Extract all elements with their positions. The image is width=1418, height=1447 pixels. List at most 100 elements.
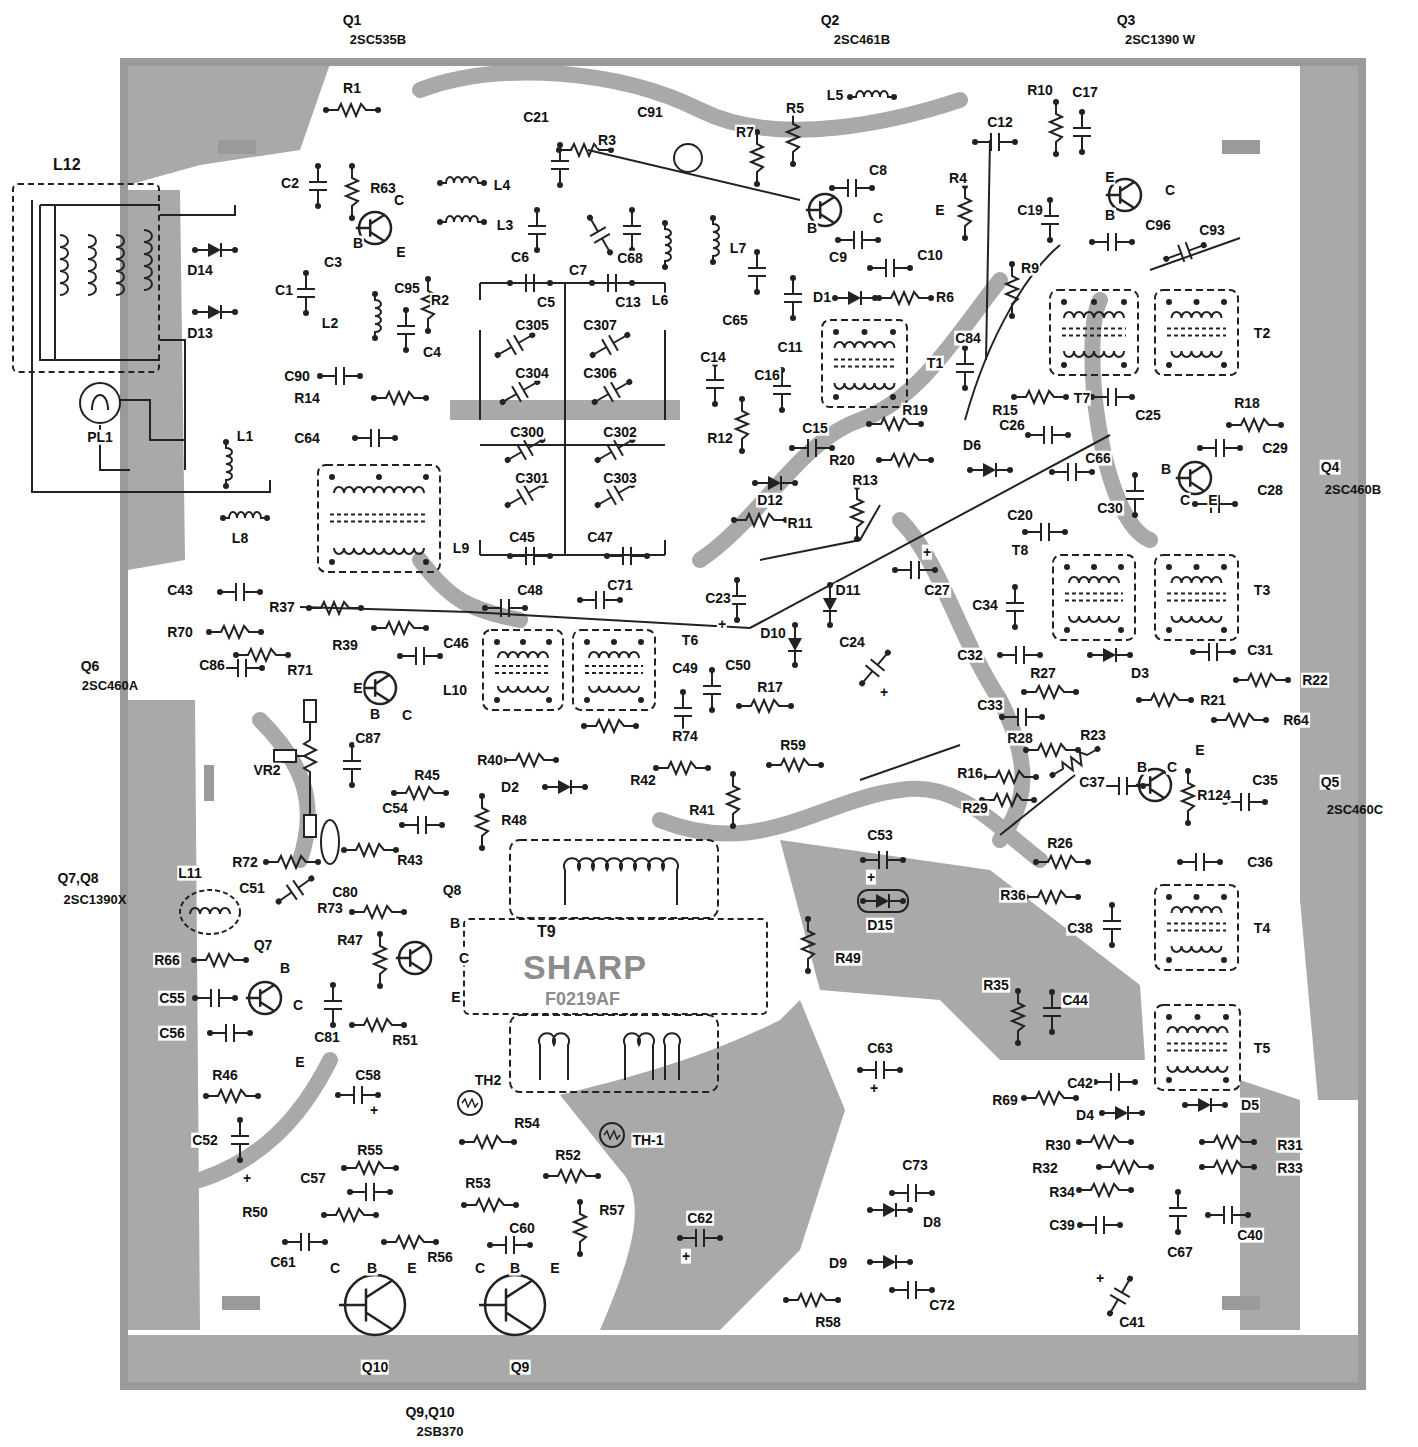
solder-pad [264,515,270,521]
winding [1172,907,1222,913]
capacitor-symbol [892,561,938,579]
capacitor-symbol [525,274,527,292]
pin-dot [638,639,644,645]
capacitor-label: C43 [166,583,194,598]
part-label: C91 [636,105,664,120]
solder-pad [1021,689,1027,695]
capacitor-label: C27 [923,583,951,598]
solder-pad [511,1139,517,1145]
solder-pad [317,373,323,379]
resistor-symbol [727,771,739,829]
capacitor-label: C5 [536,295,556,310]
diode-label: D2 [500,780,520,795]
winding [498,686,548,692]
winding [1172,312,1222,318]
solder-pad [425,276,431,282]
winding [1069,577,1119,583]
solder-pad [1262,799,1268,805]
resistor-symbol [1012,988,1024,1046]
resistor-label: R48 [500,813,528,828]
core [585,666,643,673]
solder-pad [1012,584,1018,590]
solder-pad [928,457,934,463]
solder-pad [403,347,409,353]
resistor-symbol [546,1170,598,1182]
winding [1168,1066,1228,1072]
solder-pad [1251,1164,1257,1170]
resistor-symbol [1050,99,1062,157]
resistor-symbol [306,602,364,614]
pin-dot [1118,564,1124,570]
resistor-symbol [374,931,386,989]
resistor-symbol [1096,1161,1154,1173]
solder-pad [247,1030,253,1036]
capacitor-symbol [271,869,319,910]
resistor-symbol [574,1202,586,1254]
part-label: B [1104,208,1116,223]
capacitor-symbol [784,293,802,295]
diode-symbol [208,243,221,257]
part-label: T5 [1253,1041,1271,1056]
transistor-symbol [246,982,281,1014]
capacitor-symbol [829,179,875,197]
capacitor-symbol [399,816,445,834]
resistor-symbol [504,754,556,766]
pin-dot [1118,627,1124,633]
reference-label: Q9,Q10 [404,1405,455,1420]
pin-dot [862,329,868,335]
solder-pad [608,147,614,153]
capacitor-symbol [1043,426,1045,444]
solder-pad [507,553,513,559]
solder-pad [790,161,796,167]
diode-label: D14 [186,263,214,278]
part-label: E [406,1261,417,1276]
lamp-filament [92,395,108,410]
solder-pad [401,909,407,915]
capacitor-symbol [857,1061,903,1079]
solder-pad [307,874,315,882]
capacitor-symbol [487,1236,533,1254]
transformer-symbol [1155,555,1238,640]
copper-area [128,1335,1358,1384]
resistor-symbol [309,602,361,614]
solder-pad [892,567,898,573]
solder-pad [1199,1139,1205,1145]
capacitor-symbol [1092,1073,1138,1091]
capacitor-symbol [225,1024,227,1042]
part-label: + [242,1171,252,1186]
pin-dot [546,639,552,645]
capacitor-symbol [581,211,620,260]
part-label: Q9 [510,1360,531,1375]
capacitor-symbol [343,760,361,762]
pin-dot [1194,564,1200,570]
resistor-symbol [769,759,821,771]
part-label: T9 [537,924,556,941]
coil-symbol [713,218,719,262]
solder-pad [1053,151,1059,157]
solder-pad [577,1251,583,1257]
pin-dot [494,697,500,703]
coil-symbol [144,230,152,290]
diode-symbol [867,1255,913,1269]
diode-label: D6 [962,438,982,453]
solder-pad [1021,1095,1027,1101]
capacitor-label: C73 [901,1158,929,1173]
jumper-wire [32,140,1240,835]
solder-pad [997,652,1003,658]
capacitor-symbol [607,489,616,505]
capacitor-label: C14 [699,350,727,365]
capacitor-symbol [1107,388,1109,406]
resistor-symbol [462,1136,514,1148]
winding [1069,616,1119,622]
diode-label: D12 [756,493,784,508]
resistor-symbol [1050,102,1062,154]
solder-pad [739,448,745,454]
resistor-symbol [344,1162,396,1174]
solder-pad [907,1207,913,1213]
capacitor-symbol [507,274,553,292]
resistor-label: R69 [991,1093,1019,1108]
resistor-symbol [869,418,921,430]
capacitor-symbol [956,363,974,365]
capacitor-label: C39 [1048,1218,1076,1233]
capacitor-label: C86 [198,658,226,673]
